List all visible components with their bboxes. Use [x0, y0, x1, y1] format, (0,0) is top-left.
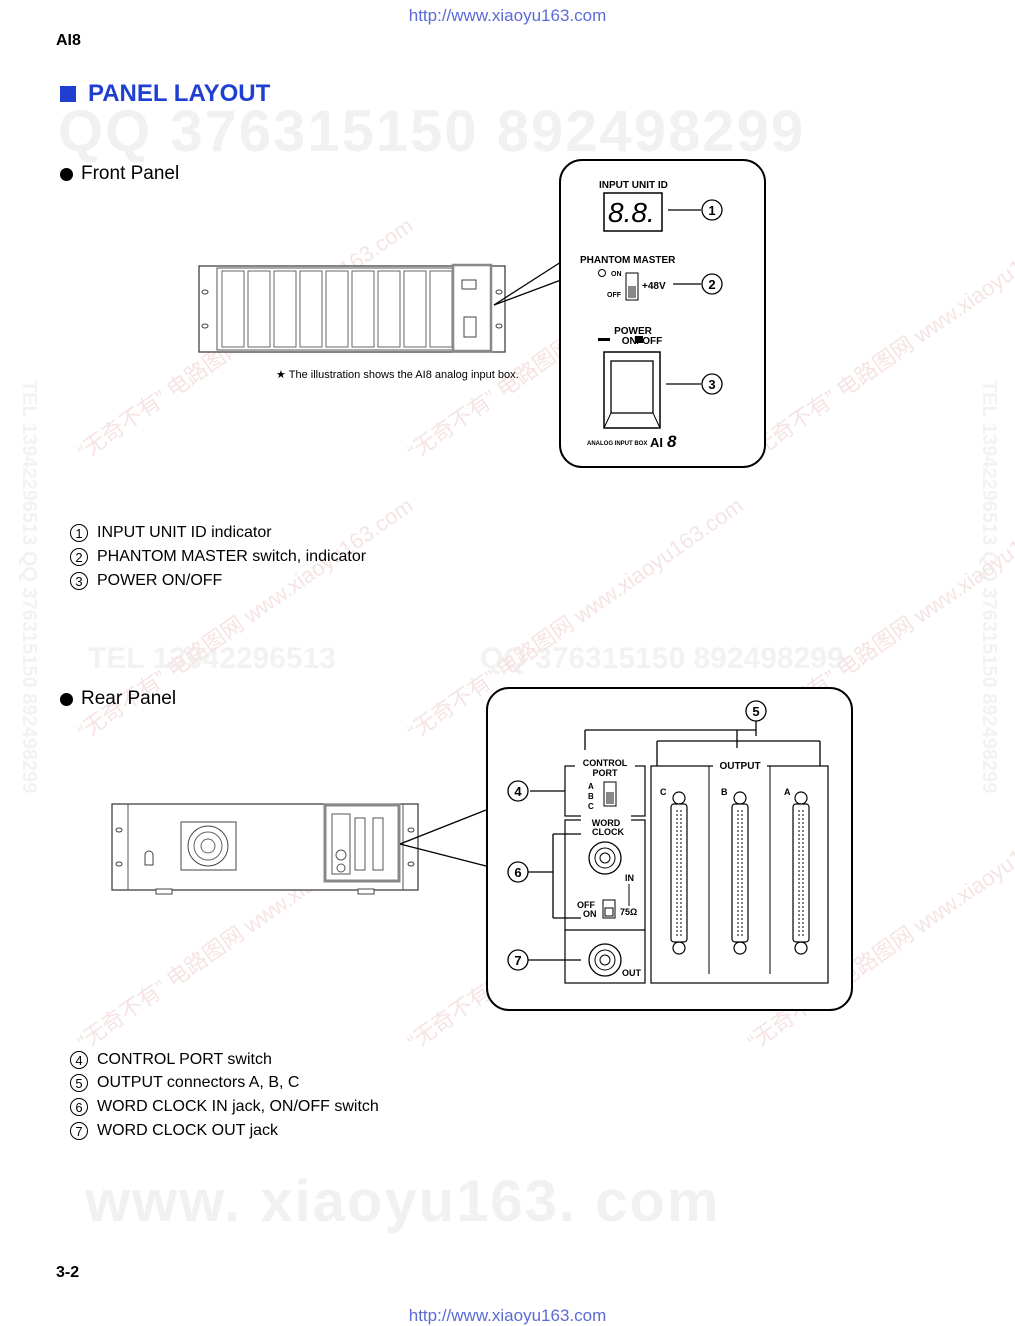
front-panel-illustration — [198, 263, 506, 353]
legend-num-3: 3 — [70, 572, 88, 590]
port-b: B — [588, 792, 594, 801]
legend-text-5: OUTPUT connectors A, B, C — [97, 1074, 300, 1091]
rear-zoom-lines — [399, 809, 487, 867]
wc-off-label: OFF — [577, 900, 595, 910]
v48-label: +48V — [642, 281, 666, 292]
front-panel-heading: Front Panel — [60, 163, 179, 185]
word-label: WORD — [592, 818, 621, 828]
phantom-off-label: OFF — [607, 292, 622, 299]
legend-num-2: 2 — [70, 548, 88, 566]
url-link-top[interactable]: http://www.xiaoyu163.com — [408, 6, 607, 25]
callout-3: 3 — [708, 377, 715, 392]
legend-text-3: POWER ON/OFF — [97, 572, 223, 589]
bullet-icon — [60, 692, 73, 706]
in-label: IN — [625, 873, 634, 883]
brand-logo: AI — [650, 435, 663, 450]
legend-item-6: 6 WORD CLOCK IN jack, ON/OFF switch — [70, 1098, 379, 1116]
rear-panel-heading-text: Rear Panel — [81, 688, 177, 709]
legend-item-7: 7 WORD CLOCK OUT jack — [70, 1122, 278, 1140]
rear-panel-illustration — [111, 803, 419, 895]
legend-item-2: 2 PHANTOM MASTER switch, indicator — [70, 548, 366, 566]
url-link-bottom[interactable]: http://www.xiaoyu163.com — [408, 1306, 607, 1325]
control-port-label: CONTROL — [583, 758, 628, 768]
page-number: 3-2 — [56, 1264, 80, 1281]
input-unit-id-label: INPUT UNIT ID — [599, 180, 668, 191]
brand-num: 8 — [667, 432, 677, 451]
legend-text-6: WORD CLOCK IN jack, ON/OFF switch — [97, 1098, 379, 1115]
wc-on-label: ON — [583, 909, 597, 919]
rear-panel-heading: Rear Panel — [60, 688, 176, 710]
legend-text-4: CONTROL PORT switch — [97, 1051, 272, 1068]
out-label: OUT — [622, 968, 642, 978]
legend-item-4: 4 CONTROL PORT switch — [70, 1051, 272, 1069]
callout-7: 7 — [514, 953, 521, 968]
phantom-on-label: ON — [611, 271, 622, 278]
id-display: 8.8. — [608, 197, 655, 228]
phantom-master-label: PHANTOM MASTER — [580, 255, 676, 266]
port-a: A — [588, 782, 594, 791]
front-detail-box: INPUT UNIT ID 8.8. 1 PHANTOM MASTER ON O… — [559, 159, 766, 468]
output-b-label: B — [721, 787, 728, 797]
output-c-label: C — [660, 787, 667, 797]
watermark-qq-2: QQ 376315150 892498299 — [480, 642, 844, 675]
legend-num-4: 4 — [70, 1051, 88, 1069]
watermark-tel: TEL 13942296513 — [88, 642, 336, 675]
section-title: PANEL LAYOUT — [60, 80, 270, 108]
brand-small: ANALOG INPUT BOX — [587, 441, 647, 447]
legend-num-1: 1 — [70, 524, 88, 542]
legend-num-7: 7 — [70, 1122, 88, 1140]
star-icon: ★ — [276, 369, 286, 381]
watermark-side-left: TEL 13942296513 QQ 376315150 892498299 — [18, 380, 40, 794]
rear-detail-box: 5 CONTROL PORT A B C 4 WORD CLOCK IN OFF… — [486, 687, 853, 1011]
port-c: C — [588, 802, 594, 811]
legend-text-7: WORD CLOCK OUT jack — [97, 1122, 279, 1139]
callout-4: 4 — [514, 784, 522, 799]
model-label: AI8 — [56, 32, 81, 49]
front-zoom-lines — [493, 261, 562, 306]
watermark-qq: QQ 376315150 892498299 — [58, 99, 806, 164]
callout-1: 1 — [708, 203, 715, 218]
bullet-icon — [60, 167, 73, 181]
ohm-label: 75Ω — [620, 907, 637, 917]
legend-num-5: 5 — [70, 1074, 88, 1092]
legend-text-1: INPUT UNIT ID indicator — [97, 524, 272, 541]
output-a-label: A — [784, 787, 791, 797]
square-bullet-icon — [60, 86, 76, 102]
legend-item-3: 3 POWER ON/OFF — [70, 572, 222, 590]
front-panel-heading-text: Front Panel — [81, 163, 180, 184]
section-title-text: PANEL LAYOUT — [88, 80, 271, 107]
power-label: POWER — [614, 326, 653, 337]
legend-text-2: PHANTOM MASTER switch, indicator — [97, 548, 367, 565]
callout-6: 6 — [514, 865, 521, 880]
watermark-diag-3: “无奇不有” 电路图网 www.xiaoyu163.com — [742, 212, 1015, 465]
control-port-label-2: PORT — [592, 768, 618, 778]
front-note: ★ The illustration shows the AI8 analog … — [276, 368, 519, 381]
callout-5: 5 — [752, 704, 759, 719]
clock-label: CLOCK — [592, 827, 624, 837]
legend-item-1: 1 INPUT UNIT ID indicator — [70, 524, 272, 542]
callout-2: 2 — [708, 277, 715, 292]
legend-num-6: 6 — [70, 1098, 88, 1116]
front-note-text: The illustration shows the AI8 analog in… — [288, 369, 519, 381]
legend-item-5: 5 OUTPUT connectors A, B, C — [70, 1074, 299, 1092]
watermark-www: www. xiaoyu163. com — [85, 1169, 721, 1234]
output-label: OUTPUT — [719, 761, 760, 772]
